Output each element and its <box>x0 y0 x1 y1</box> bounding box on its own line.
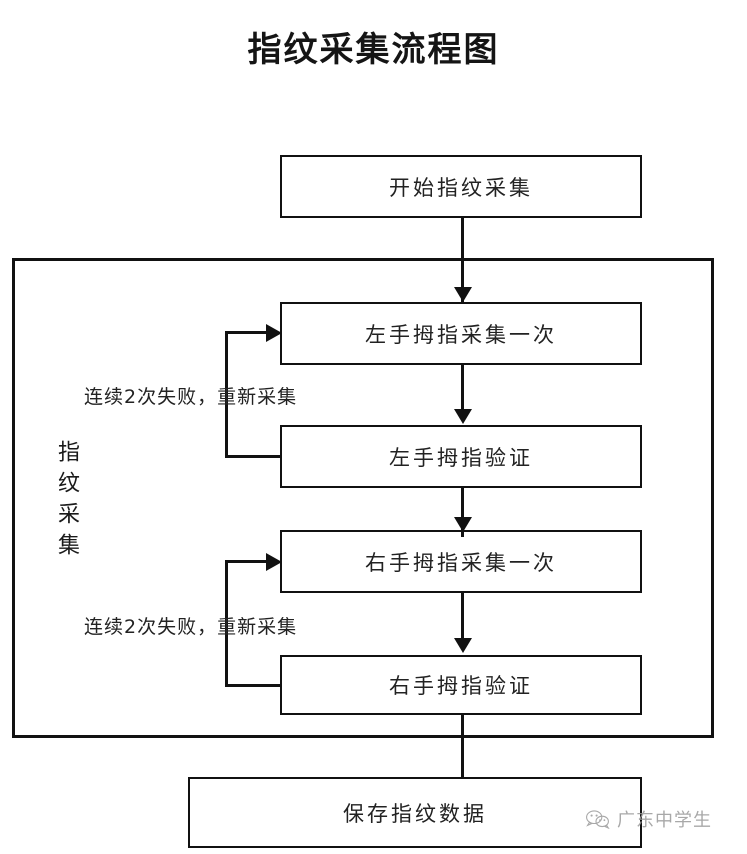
step-box-left-thumb-verify[interactable]: 左手拇指验证 <box>280 425 642 488</box>
wechat-icon <box>586 809 610 829</box>
page-title: 指纹采集流程图 <box>247 30 500 70</box>
loop1-segment-horizontal-out <box>225 455 281 458</box>
arrowhead-into-step3 <box>454 517 472 532</box>
loop1-segment-horizontal-in <box>225 331 270 334</box>
loop1-segment-vertical <box>225 331 228 458</box>
loop1-caption: 连续2次失败，重新采集 <box>84 386 298 408</box>
loop2-arrowhead <box>266 553 282 571</box>
arrowhead-into-step4 <box>454 638 472 653</box>
loop1-arrowhead <box>266 324 282 342</box>
watermark: 广东中学生 <box>586 806 712 832</box>
watermark-text: 广东中学生 <box>617 810 712 831</box>
arrowhead-into-step2 <box>454 409 472 424</box>
arrowhead-into-step1 <box>454 287 472 302</box>
connector-step2-to-step3 <box>461 488 464 537</box>
end-box[interactable]: 保存指纹数据 <box>188 777 642 848</box>
loop2-segment-horizontal-in <box>225 560 270 563</box>
step-box-right-thumb-verify[interactable]: 右手拇指验证 <box>280 655 642 715</box>
loop2-segment-horizontal-out <box>225 684 281 687</box>
group-side-label: 指纹采集 <box>54 440 79 564</box>
step-box-left-thumb-capture[interactable]: 左手拇指采集一次 <box>280 302 642 365</box>
step-box-right-thumb-capture[interactable]: 右手拇指采集一次 <box>280 530 642 593</box>
connector-step1-to-step2 <box>461 365 464 412</box>
loop2-caption: 连续2次失败，重新采集 <box>84 616 298 638</box>
loop2-segment-vertical <box>225 560 228 687</box>
connector-step3-to-step4 <box>461 593 464 641</box>
start-box[interactable]: 开始指纹采集 <box>280 155 642 218</box>
collection-group-frame <box>12 258 714 738</box>
connector-group-to-end <box>461 715 464 778</box>
